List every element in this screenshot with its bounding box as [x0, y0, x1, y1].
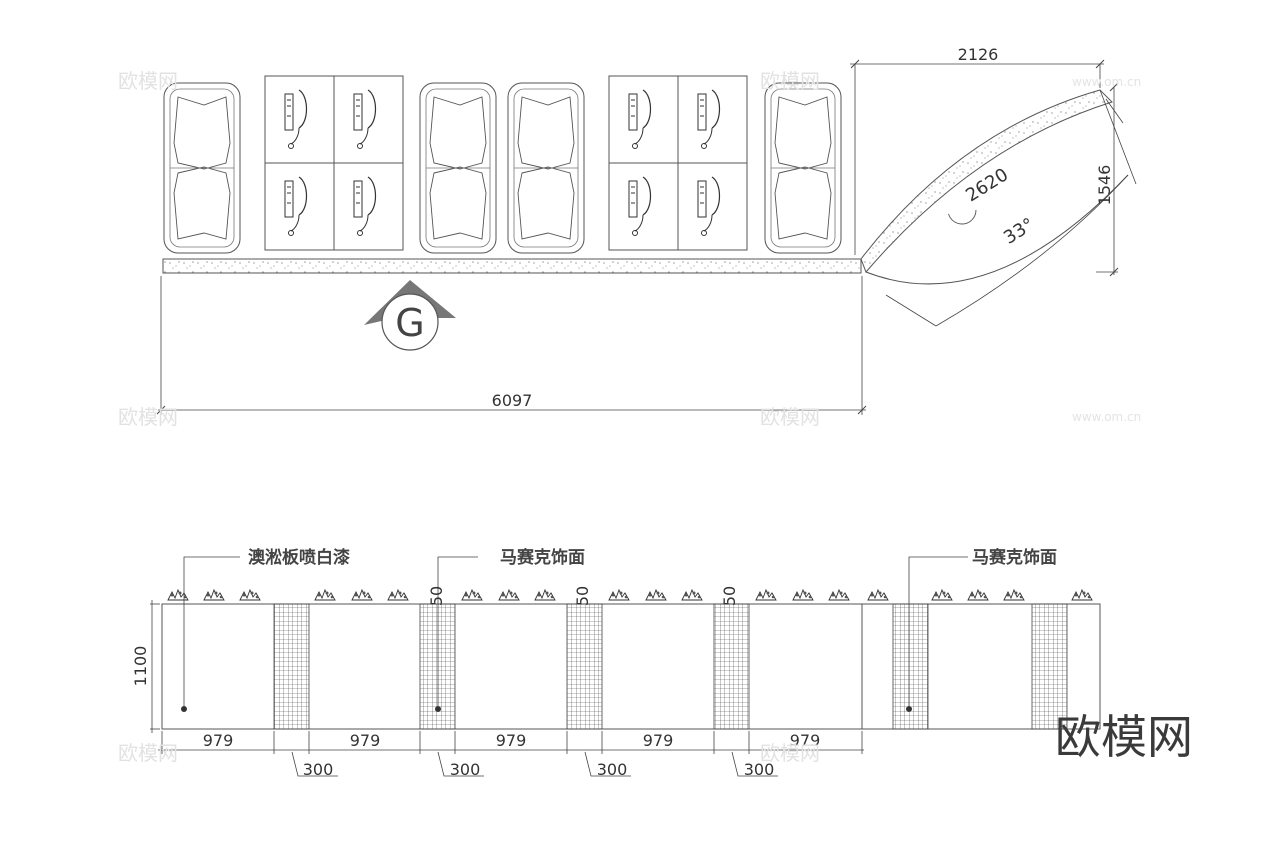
brand-logo: G: [364, 280, 456, 351]
bay-width-label-3: 979: [496, 731, 527, 750]
dim-curve-width: 2126: [850, 45, 1105, 255]
watermark-url: www.om.cn: [1072, 75, 1141, 89]
watermark-brand-large: 欧模网: [1055, 710, 1193, 764]
watermark-brand: 欧模网: [760, 405, 820, 429]
workstation-group-1: [264, 75, 404, 251]
mosaic-panel-1: [273, 603, 310, 730]
dim-elevation-height: 1100: [131, 600, 160, 733]
curved-counter: [860, 89, 1113, 273]
gap-width-label-4: 300: [744, 760, 775, 779]
top-offset-label-3: 50: [720, 586, 739, 606]
bay-width-label-2: 979: [350, 731, 381, 750]
top-offset-label-2: 50: [573, 586, 592, 606]
gap-width-label-2: 300: [450, 760, 481, 779]
counter-slab: [162, 258, 862, 274]
watermark-url: www.om.cn: [1072, 410, 1141, 424]
elevation-view: 澳淞板喷白漆 马赛克饰面 马赛克饰面 50 50 50 1100: [131, 547, 1101, 779]
watermark-brand: 欧模网: [760, 741, 820, 765]
dim-overall-width: 6097: [156, 276, 867, 415]
bay-width-label-1: 979: [203, 731, 234, 750]
plan-view: G 6097 2126 1546 2620: [156, 45, 1137, 415]
mosaic-panel-6: [1031, 603, 1068, 730]
dim-overall-width-label: 6097: [492, 391, 533, 410]
dim-curve-width-label: 2126: [958, 45, 999, 64]
plant-row: [167, 589, 1093, 601]
note-label-3: 马赛克饰面: [972, 547, 1057, 568]
dim-elevation-widths: 979 979 979 979 979 300 300 300 300: [158, 731, 864, 779]
armchair-2: [419, 82, 497, 254]
armchair-4: [764, 82, 842, 254]
note-leader-1: [183, 556, 240, 709]
dim-curve-angle-label: 33°: [1000, 214, 1038, 249]
gap-width-label-1: 300: [303, 760, 334, 779]
armchair-1: [163, 82, 241, 254]
dim-elevation-height-label: 1100: [131, 646, 150, 687]
note-leader-2: [437, 556, 478, 709]
watermark-layer: 欧模网 欧模网 欧模网 欧模网 欧模网 欧模网 www.om.cn www.om…: [118, 69, 1193, 765]
bay-width-label-5: 979: [790, 731, 821, 750]
dim-curve-height: 1546: [1095, 82, 1119, 277]
watermark-brand: 欧模网: [118, 741, 178, 765]
bay-width-label-4: 979: [643, 731, 674, 750]
armchair-3: [507, 82, 585, 254]
watermark-brand: 欧模网: [760, 69, 820, 93]
dim-curve-height-label: 1546: [1095, 165, 1114, 206]
note-leader-3: [908, 556, 968, 709]
curve-inner-arc: [865, 174, 1129, 285]
note-label-2: 马赛克饰面: [500, 547, 585, 568]
elevation-frame: [161, 603, 1101, 730]
watermark-brand: 欧模网: [118, 405, 178, 429]
workstation-group-2: [608, 75, 748, 251]
top-offset-label-1: 50: [427, 586, 446, 606]
gap-width-label-3: 300: [597, 760, 628, 779]
mosaic-panel-3: [566, 603, 603, 730]
logo-letter: G: [395, 301, 424, 345]
mosaic-panel-4: [713, 603, 750, 730]
mosaic-panel-5: [892, 603, 929, 730]
note-label-1: 澳淞板喷白漆: [248, 547, 350, 568]
watermark-brand: 欧模网: [118, 69, 178, 93]
